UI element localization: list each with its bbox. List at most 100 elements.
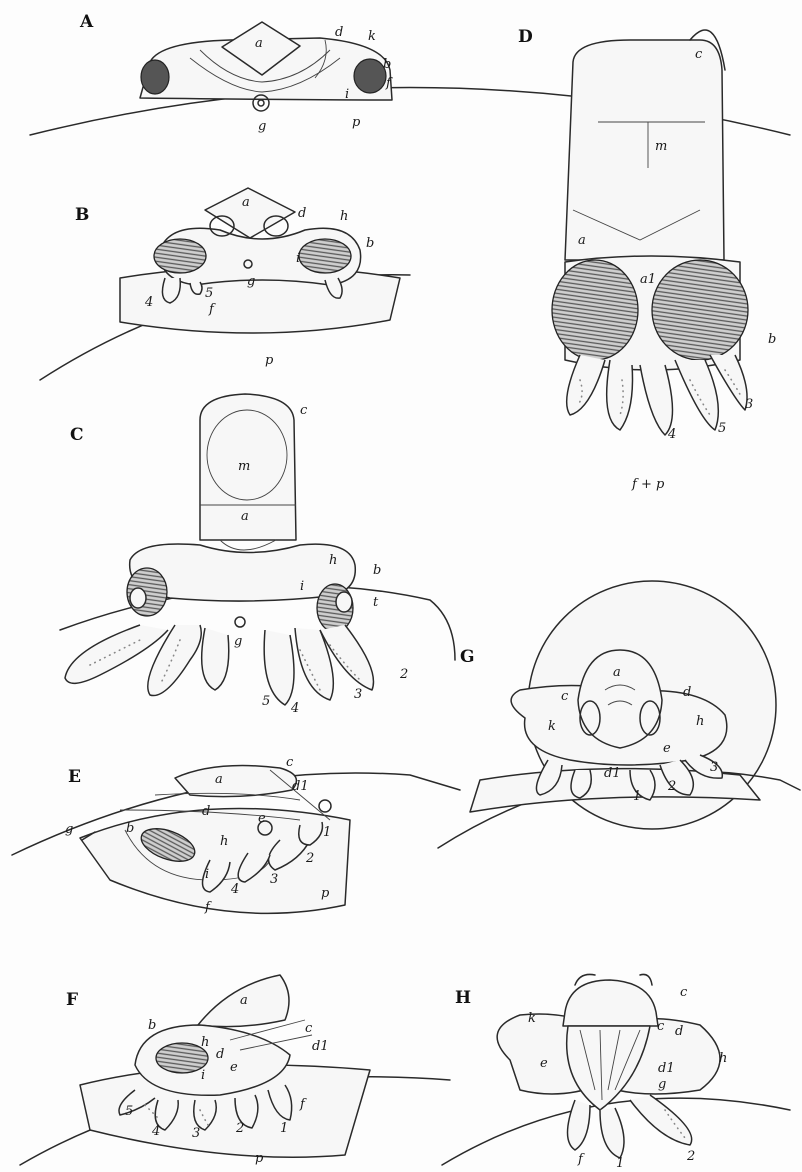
label-p: p xyxy=(352,115,361,130)
figure-a-letter: A xyxy=(79,12,94,32)
figure-c-letter: C xyxy=(70,425,84,445)
label-a: a xyxy=(613,665,621,680)
figure-b-letter: B xyxy=(75,205,89,225)
label-d1: d1 xyxy=(658,1061,675,1076)
label-1: 1 xyxy=(616,1156,624,1171)
label-a: a xyxy=(255,36,263,51)
label-h: h xyxy=(340,209,348,224)
figure-e-letter: E xyxy=(68,767,81,787)
label-b: b xyxy=(383,57,391,72)
arm-4 xyxy=(640,365,673,435)
label-c: c xyxy=(300,403,308,418)
arm-d-1 xyxy=(567,355,605,415)
figure-f: F a b c h d e d1 i 5 4 3 2 1 f p xyxy=(20,975,450,1166)
label-m: m xyxy=(655,139,667,154)
lens-left xyxy=(130,588,146,608)
label-a: a xyxy=(240,993,248,1008)
label-3: 3 xyxy=(745,397,753,412)
label-b: b xyxy=(366,236,374,251)
label-a: a xyxy=(578,233,586,248)
label-t: t xyxy=(373,595,379,610)
label-2: 2 xyxy=(686,1149,695,1164)
label-a1: a1 xyxy=(640,272,656,287)
mantle-d xyxy=(565,40,724,260)
label-e: e xyxy=(663,741,671,756)
label-5: 5 xyxy=(718,421,726,436)
eye-left xyxy=(154,239,206,273)
label-g: g xyxy=(247,274,255,289)
label-g: g xyxy=(65,822,73,837)
label-d: d xyxy=(335,25,343,40)
eye-left xyxy=(552,260,638,360)
label-a: a xyxy=(241,509,249,524)
label-3: 3 xyxy=(710,760,718,775)
figure-d-letter: D xyxy=(518,27,533,47)
label-c: c xyxy=(695,47,703,62)
label-1: 1 xyxy=(633,789,641,804)
label-2: 2 xyxy=(399,667,408,682)
label-p: p xyxy=(265,353,274,368)
label-e: e xyxy=(230,1060,238,1075)
label-p: p xyxy=(321,886,330,901)
label-f-plus-p: f + p xyxy=(631,477,665,492)
eye-right xyxy=(652,260,748,360)
funnel-lines xyxy=(220,540,276,550)
label-h: h xyxy=(201,1035,209,1050)
label-e: e xyxy=(258,811,266,826)
label-3: 3 xyxy=(354,687,362,702)
label-g: g xyxy=(658,1077,666,1092)
label-b: b xyxy=(126,821,134,836)
label-5: 5 xyxy=(125,1104,133,1119)
organ-g-inner xyxy=(258,100,264,106)
label-b: b xyxy=(768,332,776,347)
label-c: c xyxy=(305,1021,313,1036)
figure-e: E c d1 a g d e b h 1 2 3 4 i p f xyxy=(12,755,460,915)
label-k: k xyxy=(548,719,556,734)
label-4: 4 xyxy=(144,295,153,310)
label-4: 4 xyxy=(290,701,299,716)
arm-5 xyxy=(675,360,718,430)
label-c: c xyxy=(561,689,569,704)
label-a: a xyxy=(242,195,250,210)
label-k: k xyxy=(528,1011,536,1026)
arm-h-left xyxy=(568,1100,591,1150)
arm-2 xyxy=(630,1095,692,1145)
label-m: m xyxy=(238,459,250,474)
figure-g-letter: G xyxy=(460,647,475,667)
label-5: 5 xyxy=(262,694,270,709)
label-d: d xyxy=(683,685,691,700)
label-b: b xyxy=(148,1018,156,1033)
label-4: 4 xyxy=(667,427,676,442)
label-f: f xyxy=(577,1152,585,1167)
label-5: 5 xyxy=(205,286,213,301)
label-3: 3 xyxy=(270,872,278,887)
label-h: h xyxy=(719,1051,727,1066)
label-g: g xyxy=(234,634,242,649)
label-g: g xyxy=(258,119,266,134)
label-i: i xyxy=(300,579,304,594)
mantle-h xyxy=(563,980,658,1026)
label-c-top: c xyxy=(680,985,688,1000)
label-c: c xyxy=(657,1019,665,1034)
label-i: i xyxy=(296,251,300,266)
figure-c: C c m a h i b t g 5 4 3 2 xyxy=(60,394,455,716)
label-h: h xyxy=(329,553,337,568)
label-h: h xyxy=(220,834,228,849)
label-i: i xyxy=(345,87,349,102)
label-d: d xyxy=(202,804,210,819)
label-d1: d1 xyxy=(312,1039,329,1054)
label-d: d xyxy=(216,1047,224,1062)
label-1: 1 xyxy=(323,825,331,840)
label-4: 4 xyxy=(230,882,239,897)
label-k: k xyxy=(368,29,376,44)
label-a: a xyxy=(215,772,223,787)
label-p: p xyxy=(255,1151,264,1166)
figure-h: H c k c d e h d1 g f 1 2 xyxy=(442,974,790,1171)
eye-right xyxy=(299,239,351,273)
label-b: b xyxy=(373,563,381,578)
label-4: 4 xyxy=(151,1124,160,1139)
figure-f-letter: F xyxy=(66,990,78,1010)
label-d1: d1 xyxy=(292,779,309,794)
